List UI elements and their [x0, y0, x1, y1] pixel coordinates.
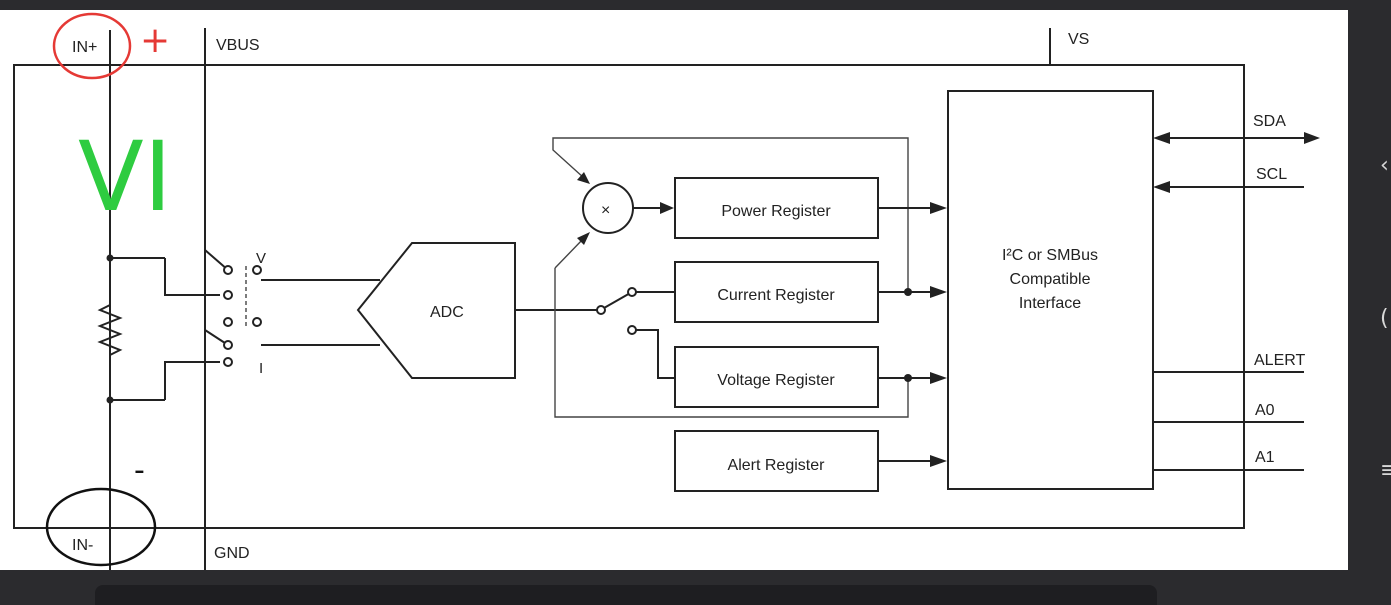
switch-contact — [223, 357, 233, 367]
plus-annotation: + — [140, 20, 170, 61]
right-rail — [1348, 0, 1391, 605]
switch-v-label: V — [256, 250, 266, 267]
interface-label-line3: Interface — [1019, 295, 1081, 312]
junction-dot — [904, 374, 912, 382]
arrowhead — [660, 202, 674, 214]
arrowhead — [577, 172, 590, 184]
arrowhead — [1153, 132, 1170, 144]
junction-dot — [106, 396, 114, 404]
arrowhead — [930, 286, 947, 298]
minus-annotation: - — [134, 453, 145, 488]
in-minus-circle-annotation — [45, 487, 157, 567]
pin-in-plus-label: IN+ — [72, 39, 97, 56]
vi-annotation: VI — [78, 121, 172, 233]
alert-register-label: Alert Register — [728, 457, 826, 474]
top-bar — [0, 0, 1391, 10]
pin-gnd-label: GND — [214, 545, 250, 562]
bracket-icon[interactable]: ( — [1380, 306, 1389, 331]
switch-contact — [596, 305, 606, 315]
voltage-to-multiplier — [554, 237, 585, 269]
adc-label: ADC — [430, 304, 464, 321]
voltage-feedback-loop — [554, 268, 909, 418]
mux-wire-lower — [164, 361, 220, 400]
adc-block — [356, 242, 516, 379]
current-feedback-loop — [552, 137, 909, 292]
interface-label-line1: I²C or SMBus — [1002, 247, 1098, 264]
pin-in-minus-label: IN- — [72, 537, 93, 554]
pin-scl-label: SCL — [1256, 166, 1287, 183]
power-register-block — [674, 177, 879, 239]
arrowhead — [930, 455, 947, 467]
chevron-left-icon[interactable]: ‹ — [1380, 153, 1389, 178]
switch-contact — [223, 290, 233, 300]
switch-contact — [223, 340, 233, 350]
switch-contact — [252, 265, 262, 275]
pin-alert-label: ALERT — [1254, 352, 1306, 369]
mux-wire-upper — [164, 258, 220, 296]
switch-contact — [627, 325, 637, 335]
junction-dot — [106, 254, 114, 262]
shunt-resistor — [97, 304, 123, 356]
arrowhead — [930, 202, 947, 214]
arrowhead — [1153, 181, 1170, 193]
i2c-interface-block — [947, 90, 1154, 490]
switch-contact — [252, 317, 262, 327]
arrowhead — [577, 232, 590, 245]
pin-sda-label: SDA — [1253, 113, 1286, 130]
pin-vs-label: VS — [1068, 31, 1089, 48]
switch-contact — [627, 287, 637, 297]
multiplier-label: × — [601, 202, 610, 219]
voltage-register-block — [674, 346, 879, 408]
voltage-reg-wire — [636, 329, 675, 379]
menu-icon[interactable]: ≡ — [1380, 458, 1391, 483]
pin-a0-label: A0 — [1255, 402, 1275, 419]
interface-label-line2: Compatible — [1010, 271, 1091, 288]
current-register-label: Current Register — [717, 287, 835, 304]
voltage-register-label: Voltage Register — [717, 372, 835, 389]
junction-dot — [904, 288, 912, 296]
power-register-label: Power Register — [721, 203, 831, 220]
pin-a1-label: A1 — [1255, 449, 1275, 466]
pin-vbus-label: VBUS — [216, 37, 260, 54]
switch-contact — [223, 265, 233, 275]
switch-i-label: I — [259, 360, 263, 377]
arrowhead — [930, 372, 947, 384]
switch-v-blade — [204, 249, 229, 271]
input-strip[interactable] — [95, 585, 1157, 605]
arrowhead — [1304, 132, 1320, 144]
switch-contact — [223, 317, 233, 327]
in-plus-circle-annotation — [52, 12, 132, 80]
block-diagram: IN+ VBUS VS IN- GND V I ADC × Power Reg — [13, 12, 1320, 570]
selector-switch-blade — [603, 291, 633, 309]
